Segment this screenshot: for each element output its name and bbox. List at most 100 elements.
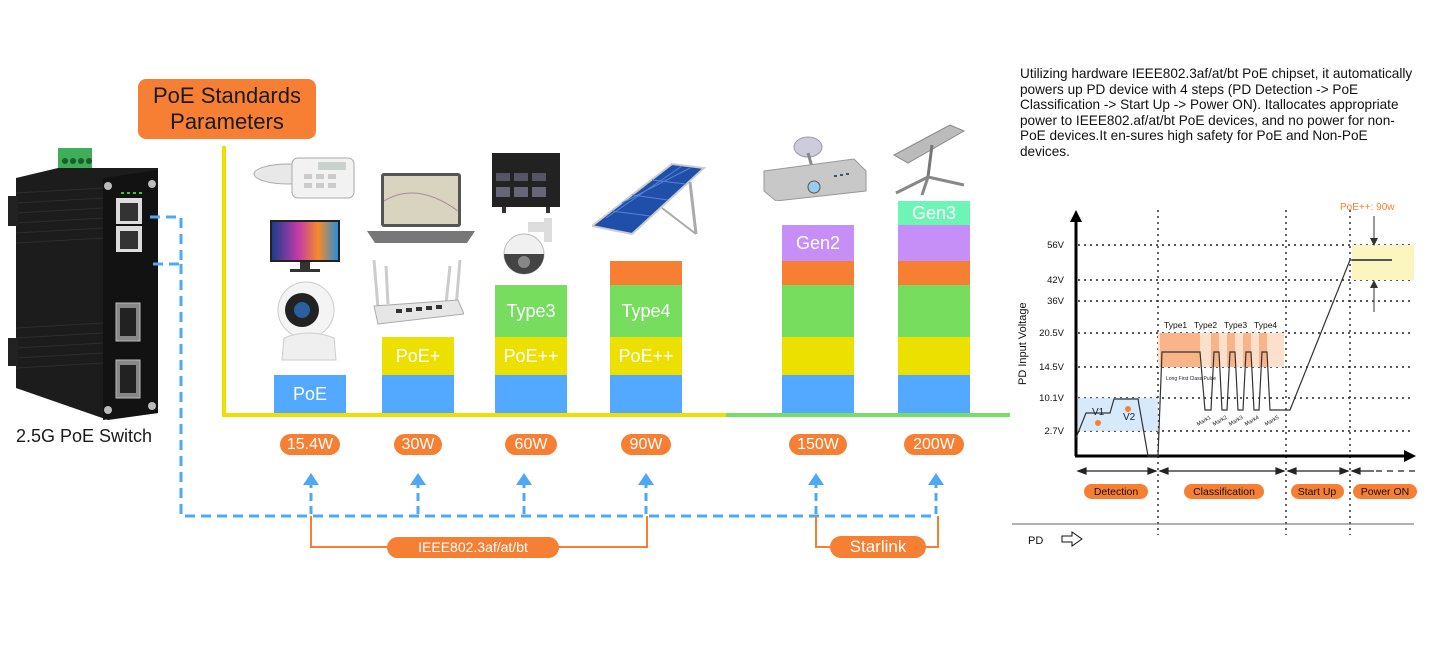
type-label: Type3 — [1224, 320, 1247, 330]
detection-zone — [1078, 398, 1158, 431]
phase-startup: Start Up — [1298, 486, 1337, 498]
bar-segment — [382, 375, 454, 413]
wattage-badge: 150W — [789, 434, 847, 455]
poe-plus-plus-label: PoE++: 90w — [1340, 202, 1395, 213]
pd-label: PD — [1028, 535, 1043, 547]
ieee-label: IEEE802.3af/at/bt — [387, 537, 559, 558]
wifi-router-icon — [368, 256, 465, 333]
v2-marker — [1125, 406, 1131, 412]
y-axis-arrow-icon — [1070, 210, 1082, 222]
y-tick: 36V — [1047, 296, 1065, 307]
bar-segment: Type3 — [495, 285, 567, 337]
bar-segment — [782, 337, 854, 375]
type-label: Type4 — [1254, 320, 1277, 330]
bar-segment — [898, 261, 970, 285]
bar-segment — [782, 261, 854, 285]
arrow-up-icon — [928, 473, 944, 485]
port-bracket-line — [150, 215, 183, 266]
description-text: Utilizing hardware IEEE802.3af/at/bt PoE… — [1020, 66, 1413, 159]
bar-segment — [782, 285, 854, 337]
wattage-badge: 60W — [505, 434, 557, 455]
arrow-up-icon — [516, 473, 532, 485]
v1-label: V1 — [1092, 407, 1105, 418]
satellite-router-icon — [762, 135, 868, 206]
bar-segment — [782, 375, 854, 413]
power-bar: Gen3 — [898, 201, 970, 413]
power-bar: PoE — [274, 375, 346, 413]
bar-segment: PoE++ — [610, 337, 682, 375]
bar-segment — [610, 375, 682, 413]
mark-label: Mark1 — [1196, 415, 1212, 428]
monitor-icon — [270, 220, 342, 280]
chart-left-axis — [222, 146, 226, 416]
v1-marker — [1095, 420, 1101, 426]
mark-label: Mark4 — [1244, 415, 1260, 428]
smart-tv-icon — [492, 153, 562, 220]
power-bar: PoE++Type3 — [495, 285, 567, 413]
starlink-dish-icon — [892, 123, 972, 202]
y-tick: 10.1V — [1039, 393, 1064, 404]
mark-label: Mark2 — [1212, 415, 1228, 428]
bar-segment — [898, 285, 970, 337]
title-badge: PoE Standards Parameters — [138, 79, 316, 139]
title-line-1: PoE Standards — [153, 83, 301, 108]
x-axis-arrow-icon — [1404, 450, 1416, 462]
arrow-up-icon — [638, 473, 654, 485]
y-tick: 14.5V — [1039, 362, 1064, 373]
y-tick: 42V — [1047, 275, 1065, 286]
starlink-label: Starlink — [830, 536, 926, 558]
power-bar: Gen2 — [782, 225, 854, 413]
starlink-baseline — [726, 413, 1010, 417]
switch-device-icon — [8, 148, 158, 420]
bar-segment: Type4 — [610, 285, 682, 337]
mark-label: Mark5 — [1264, 415, 1280, 428]
wattage-badge: 15.4W — [280, 434, 340, 455]
poe-switch-image — [8, 148, 168, 420]
ptz-camera-icon — [500, 218, 556, 283]
bar-segment — [898, 337, 970, 375]
wattage-badge: 30W — [394, 434, 442, 455]
type-label: Type1 — [1164, 320, 1187, 330]
phase-classification: Classification — [1193, 486, 1255, 498]
y-tick: 20.5V — [1039, 328, 1064, 339]
power-on-zone — [1352, 245, 1414, 280]
arrow-up-icon — [1370, 280, 1378, 288]
bar-segment — [610, 261, 682, 285]
laptop-icon — [367, 171, 475, 252]
power-bar: PoE++Type4 — [610, 261, 682, 413]
long-pulse-label: Long First Class Pulse — [1166, 376, 1216, 382]
solar-panel-icon — [589, 162, 707, 249]
y-axis-label: PD Input Voltage — [1017, 302, 1029, 385]
mark-label: Mark3 — [1228, 415, 1244, 428]
switch-caption: 2.5G PoE Switch — [16, 426, 153, 446]
arrow-up-icon — [410, 473, 426, 485]
phase-detection: Detection — [1094, 486, 1139, 498]
voltage-waveform — [1075, 259, 1352, 457]
wattage-badge: 90W — [621, 434, 671, 455]
poe-timing-diagram: PD Input Voltage 56V 42V 36V 20.5V 14.5V… — [1012, 202, 1417, 547]
title-line-2: Parameters — [170, 109, 284, 134]
bar-segment: Gen2 — [782, 225, 854, 261]
right-arrow-icon — [1061, 531, 1083, 547]
phase-pills — [1084, 484, 1417, 499]
bar-segment — [898, 375, 970, 413]
y-tick: 56V — [1047, 240, 1065, 251]
desk-phone-icon — [248, 152, 360, 207]
power-bar: PoE+ — [382, 337, 454, 413]
arrow-up-icon — [808, 473, 824, 485]
phase-power-on: Power ON — [1361, 486, 1409, 498]
ieee-baseline — [222, 413, 726, 417]
wattage-badge: 200W — [904, 434, 964, 455]
arrow-down-icon — [1370, 238, 1378, 246]
y-tick: 2.7V — [1044, 426, 1064, 437]
bar-segment: PoE+ — [382, 337, 454, 375]
v2-label: V2 — [1123, 412, 1136, 423]
dashed-bus-line — [179, 264, 937, 518]
bar-segment: PoE++ — [495, 337, 567, 375]
ip-camera-icon — [276, 280, 342, 367]
bar-segment — [898, 225, 970, 261]
bar-segment: PoE — [274, 375, 346, 413]
bar-segment — [495, 375, 567, 413]
type-label: Type2 — [1194, 320, 1217, 330]
arrow-up-icon — [303, 473, 319, 485]
